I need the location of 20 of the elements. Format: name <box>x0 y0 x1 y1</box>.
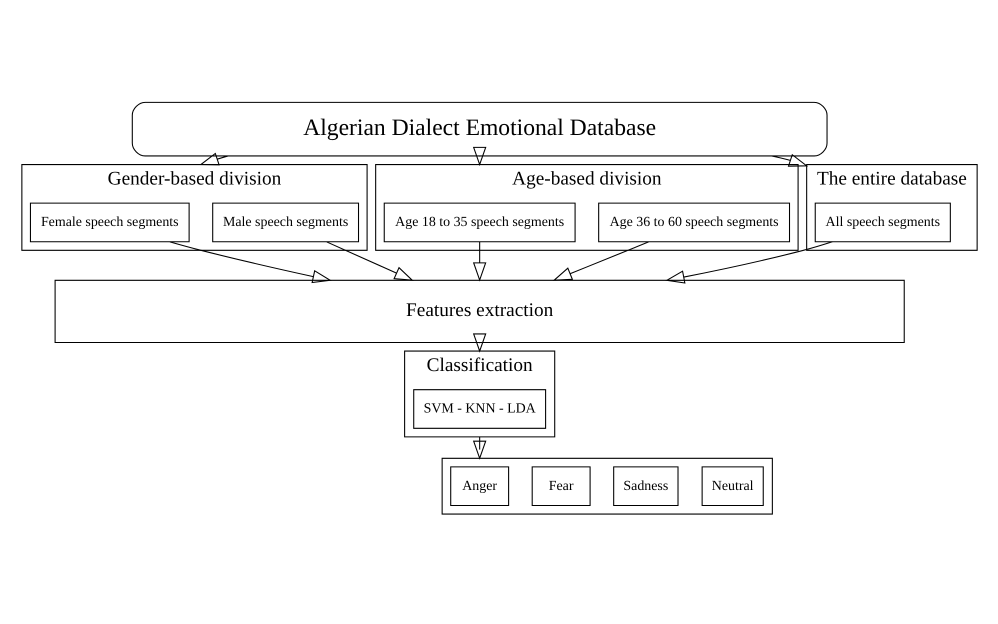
arrow <box>198 152 228 165</box>
node-box: Sadness <box>612 466 678 506</box>
node-box: Female speech segments <box>29 202 190 242</box>
node-box: Age 36 to 60 speech segments <box>598 202 790 242</box>
arrow <box>472 241 486 282</box>
node-box: Neutral <box>701 466 764 506</box>
arrow <box>326 240 414 280</box>
arrow <box>472 146 486 166</box>
node-box: Male speech segments <box>212 202 359 242</box>
node-box: Age 18 to 35 speech segments <box>383 202 576 242</box>
node-box: SVM - KNN - LDA <box>412 388 546 428</box>
arrow <box>552 240 648 280</box>
arrow <box>664 240 832 284</box>
cluster <box>441 457 772 514</box>
node-box: Anger <box>450 466 509 506</box>
node-box: All speech segments <box>814 202 950 242</box>
arrow <box>771 153 808 166</box>
arrow <box>472 436 486 460</box>
node-box: Fear <box>531 466 590 506</box>
arrow <box>472 332 486 352</box>
